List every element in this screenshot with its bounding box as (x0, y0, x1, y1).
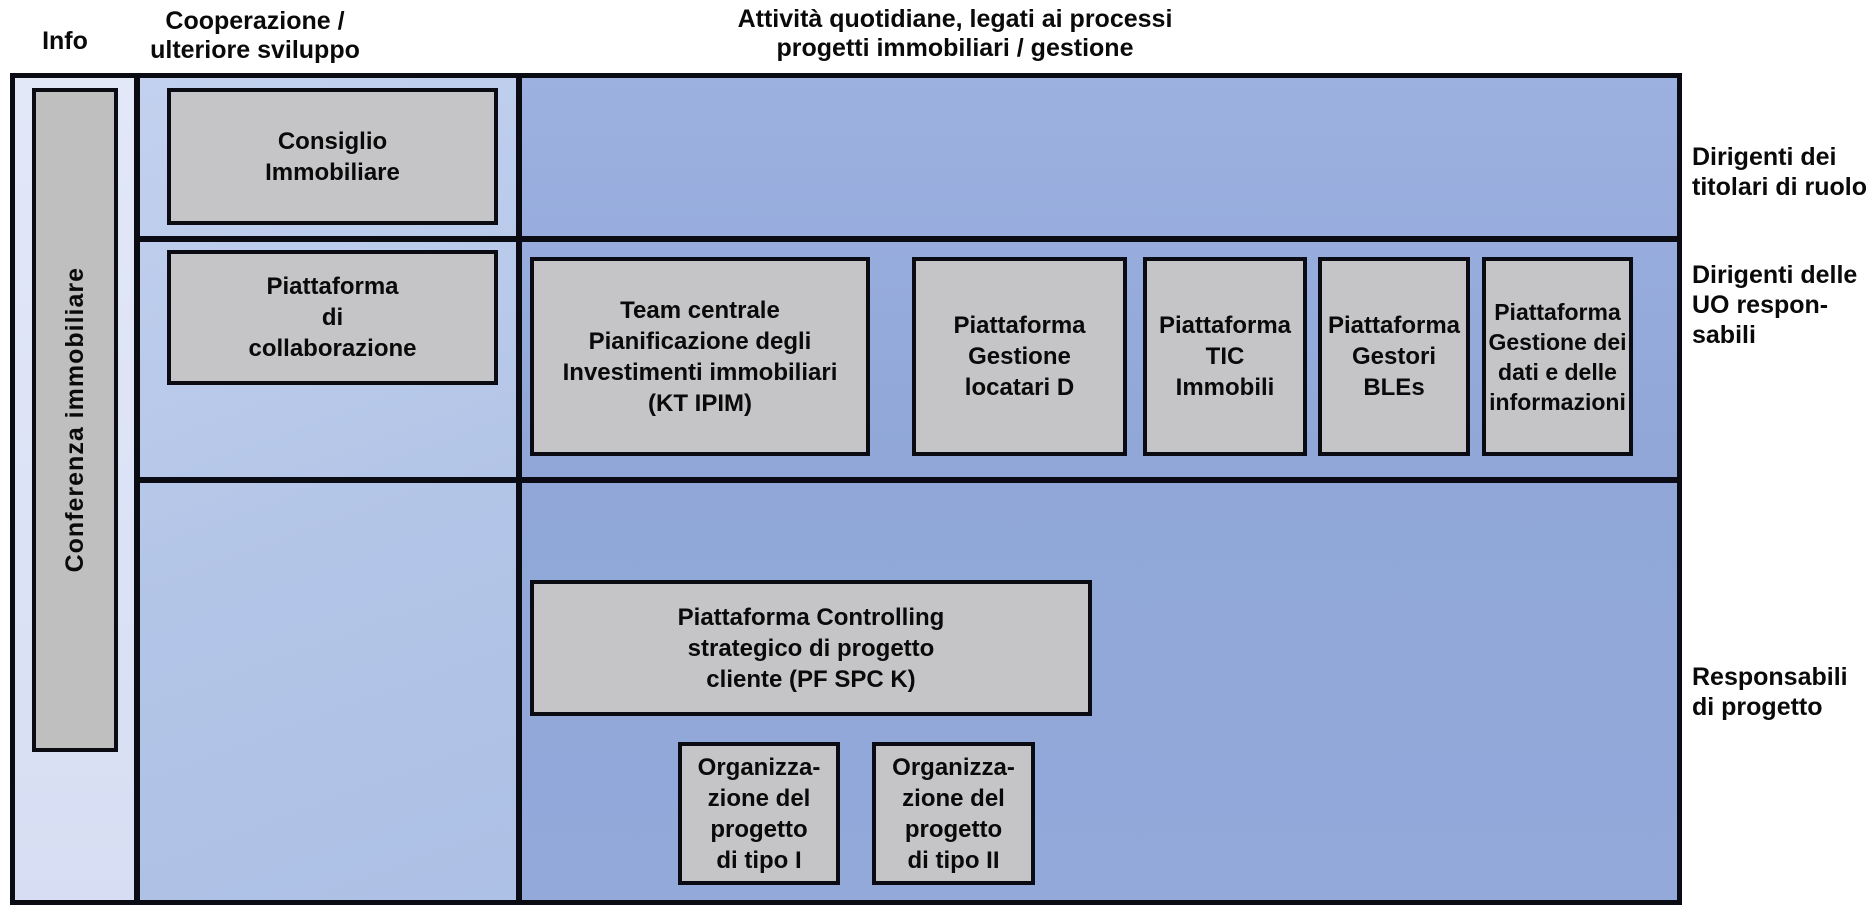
piattaforma-gestione-dati-box: Piattaforma Gestione dei dati e delle in… (1482, 257, 1633, 456)
piattaforma-tic-immobili-box: Piattaforma TIC Immobili (1143, 257, 1307, 456)
consiglio-immobiliare-box: Consiglio Immobiliare (167, 88, 498, 225)
piattaforma-gestione-locatari-box: Piattaforma Gestione locatari D (912, 257, 1127, 456)
organizzazione-progetto-tipo-2-box: Organizza- zione del progetto di tipo II (872, 742, 1035, 885)
label-dirigenti-titolari-ruolo: Dirigenti dei titolari di ruolo (1692, 143, 1867, 201)
team-centrale-kt-ipim-box: Team centrale Pianificazione degli Inves… (530, 257, 870, 456)
conferenza-immobiliare-label: Conferenza immobiliare (60, 267, 89, 573)
conferenza-immobiliare-box: Conferenza immobiliare (32, 88, 118, 752)
header-cooperazione: Cooperazione / ulteriore sviluppo (150, 7, 360, 64)
label-dirigenti-uo-responsabili: Dirigenti delle UO respon- sabili (1692, 261, 1858, 349)
divider-row2-row3 (140, 477, 1677, 483)
header-info: Info (42, 27, 88, 55)
divider-info-cooperation (134, 78, 140, 900)
piattaforma-gestori-bles-box: Piattaforma Gestori BLEs (1318, 257, 1470, 456)
piattaforma-controlling-pf-spc-k-box: Piattaforma Controlling strategico di pr… (530, 580, 1092, 716)
label-responsabili-progetto: Responsabili di progetto (1692, 663, 1848, 721)
piattaforma-collaborazione-box: Piattaforma di collaborazione (167, 250, 498, 385)
header-attivita-quotidiane: Attività quotidiane, legati ai processi … (737, 5, 1173, 62)
divider-cooperation-main (516, 78, 522, 900)
organizzazione-progetto-tipo-1-box: Organizza- zione del progetto di tipo I (678, 742, 840, 885)
divider-row1-row2 (140, 236, 1677, 242)
